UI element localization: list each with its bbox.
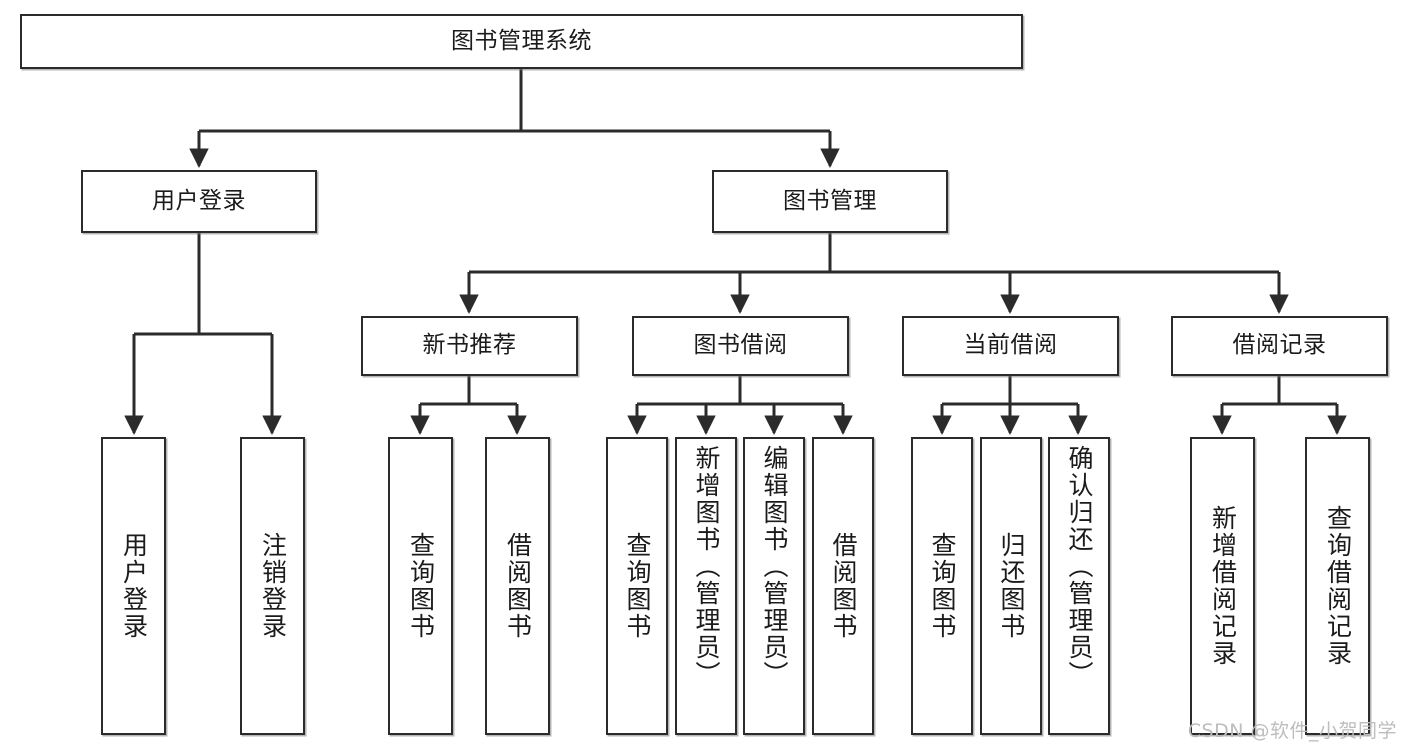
- csdn-watermark: CSDN @软件_小贺同学: [1187, 720, 1397, 742]
- node-label: 查询图书: [406, 532, 436, 640]
- node-label: 新增借阅记录: [1208, 505, 1238, 667]
- leaf-node-edit-book[interactable]: 编辑图书（管理员）: [743, 437, 805, 735]
- node-label: 编辑图书（管理员）: [760, 445, 789, 688]
- node-label: 注销登录: [258, 532, 288, 640]
- node-label: 借阅图书: [503, 532, 533, 640]
- leaf-node-query-borrow-record[interactable]: 查询借阅记录: [1305, 437, 1370, 735]
- node-book-management-system[interactable]: 图书管理系统: [20, 14, 1023, 69]
- leaf-node-add-book[interactable]: 新增图书（管理员）: [675, 437, 737, 735]
- leaf-node-query-book-recommend[interactable]: 查询图书: [388, 437, 453, 735]
- node-label: 归还图书: [997, 532, 1026, 640]
- node-label: 图书借阅: [693, 332, 788, 359]
- node-user-login[interactable]: 用户登录: [81, 170, 317, 233]
- node-book-management[interactable]: 图书管理: [712, 170, 948, 233]
- node-label: 查询图书: [623, 532, 652, 640]
- node-label: 借阅图书: [829, 532, 858, 640]
- node-label: 新书推荐: [422, 332, 517, 359]
- node-label: 新增图书（管理员）: [692, 445, 721, 688]
- node-book-borrow[interactable]: 图书借阅: [632, 316, 849, 376]
- node-label: 确认归还（管理员）: [1065, 445, 1094, 688]
- leaf-node-logout[interactable]: 注销登录: [240, 437, 305, 735]
- node-label: 查询图书: [928, 532, 957, 640]
- node-borrow-record[interactable]: 借阅记录: [1171, 316, 1388, 376]
- node-new-book-recommend[interactable]: 新书推荐: [361, 316, 578, 376]
- leaf-node-user-login[interactable]: 用户登录: [101, 437, 166, 735]
- node-label: 借阅记录: [1232, 332, 1327, 359]
- node-label: 图书管理系统: [451, 27, 592, 54]
- leaf-node-borrow-book-recommend[interactable]: 借阅图书: [485, 437, 550, 735]
- node-label: 当前借阅: [963, 332, 1058, 359]
- leaf-node-return-book[interactable]: 归还图书: [980, 437, 1042, 735]
- leaf-node-add-borrow-record[interactable]: 新增借阅记录: [1190, 437, 1255, 735]
- node-label: 用户登录: [152, 187, 246, 214]
- leaf-node-confirm-return[interactable]: 确认归还（管理员）: [1048, 437, 1110, 735]
- node-label: 用户登录: [119, 532, 149, 640]
- leaf-node-query-book-current[interactable]: 查询图书: [911, 437, 973, 735]
- leaf-node-borrow-book[interactable]: 借阅图书: [812, 437, 874, 735]
- node-current-borrow[interactable]: 当前借阅: [902, 316, 1119, 376]
- node-label: 图书管理: [783, 187, 877, 214]
- node-label: 查询借阅记录: [1323, 505, 1353, 667]
- leaf-node-query-book-borrow[interactable]: 查询图书: [606, 437, 668, 735]
